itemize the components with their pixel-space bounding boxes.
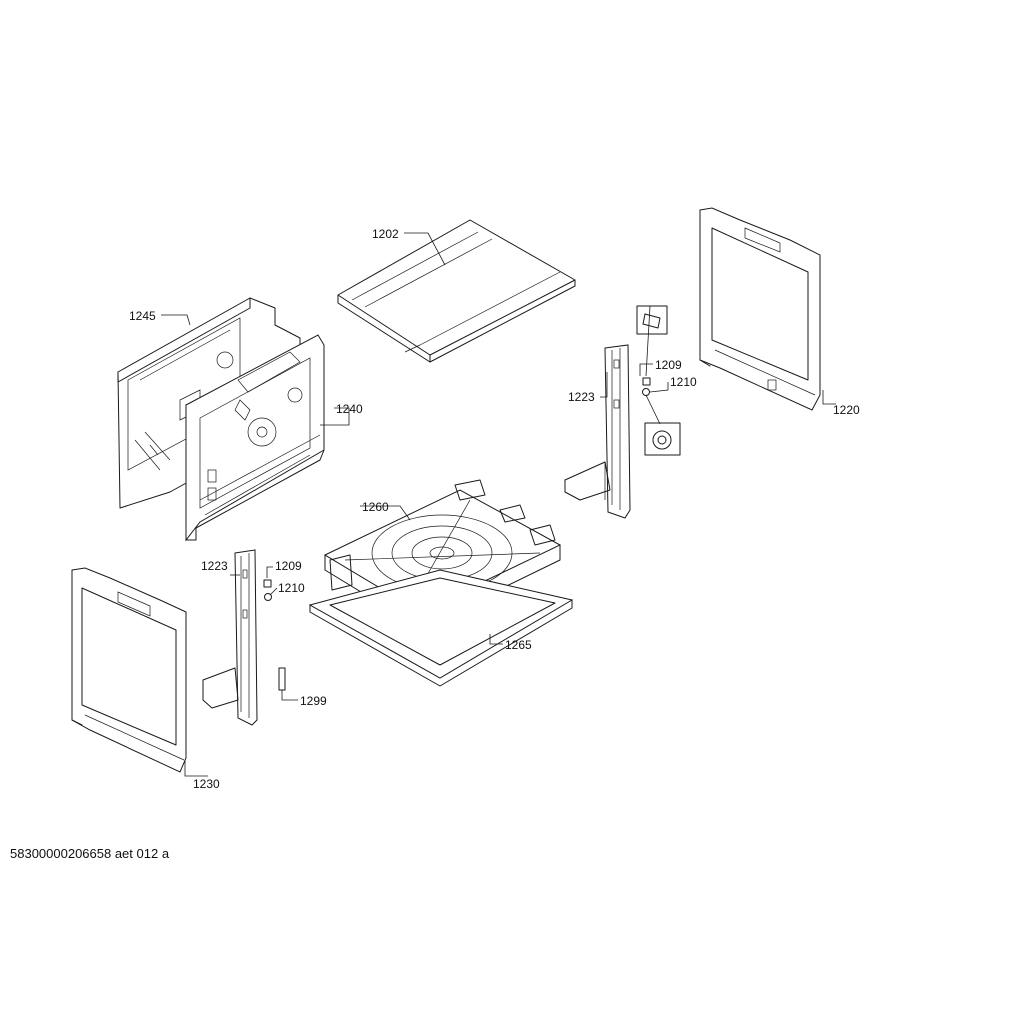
- left-runner-rail: [202, 549, 258, 726]
- document-id: 58300000206658 aet 012 a: [10, 846, 170, 861]
- callout-1240: 1240: [336, 402, 363, 416]
- bottom-tray: [308, 569, 574, 687]
- strip-part: [278, 667, 286, 691]
- callout-1245: 1245: [129, 309, 156, 323]
- right-runner-rail: [564, 344, 631, 519]
- left-side-wall: [71, 567, 187, 773]
- callout-1202: 1202: [372, 227, 399, 241]
- callout-1209-right: 1209: [655, 358, 682, 372]
- leader-lines: [161, 232, 836, 777]
- callout-1209-left: 1209: [275, 559, 302, 573]
- callout-1210-right: 1210: [670, 375, 697, 389]
- callout-1220: 1220: [833, 403, 860, 417]
- callout-1230: 1230: [193, 777, 220, 791]
- right-clip-parts: [636, 305, 681, 456]
- callout-1265: 1265: [505, 638, 532, 652]
- callout-1223-right: 1223: [568, 390, 595, 404]
- callout-1223-left: 1223: [201, 559, 228, 573]
- right-side-wall: [699, 207, 821, 411]
- rear-inner-panel: [185, 334, 325, 542]
- left-clip-parts: [263, 579, 272, 601]
- callout-labels: 1202 1245 1240 1209 1210 1223 1220 1260 …: [129, 227, 860, 791]
- callout-1210-left: 1210: [278, 581, 305, 595]
- callout-1260: 1260: [362, 500, 389, 514]
- top-cover-panel: [337, 219, 576, 363]
- callout-1299: 1299: [300, 694, 327, 708]
